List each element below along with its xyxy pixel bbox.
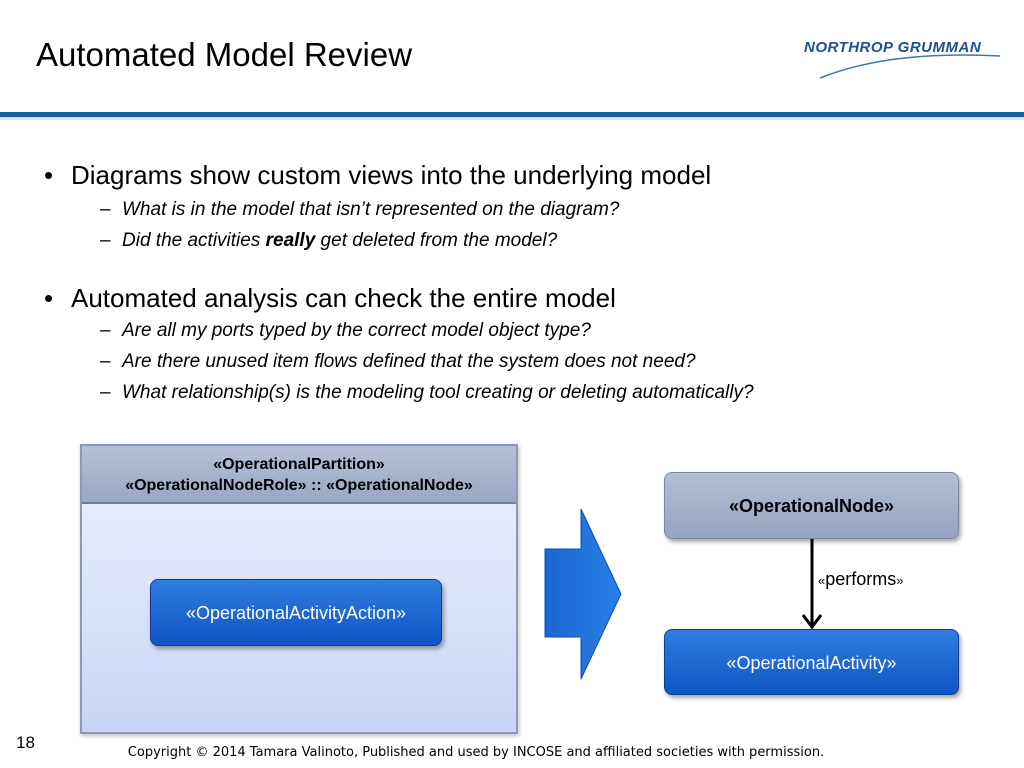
sub-bullet-item: – What is in the model that isn’t repres… — [44, 194, 1004, 225]
northrop-grumman-logo: NORTHROP GRUMMAN — [800, 28, 1010, 88]
performs-arrow-icon — [801, 539, 823, 630]
bullet-item: • Diagrams show custom views into the un… — [44, 160, 1004, 190]
sub-bullet-text-after: get deleted from the model? — [315, 230, 558, 251]
sub-bullet-text: Are all my ports typed by the correct mo… — [122, 320, 591, 341]
title-rule-shadow — [0, 117, 1024, 120]
bullet-dot: • — [44, 283, 54, 313]
title-rule — [0, 112, 1024, 117]
sub-bullet-dash: – — [100, 199, 111, 220]
operational-activity-action: «OperationalActivityAction» — [150, 579, 442, 646]
sub-bullet-dash: – — [100, 351, 111, 372]
bullet-dot: • — [44, 160, 54, 190]
copyright-text: Copyright © 2014 Tamara Valinoto, Publis… — [127, 745, 825, 760]
bullet-item: • Automated analysis can check the entir… — [44, 283, 1004, 313]
sub-bullet-dash: – — [100, 382, 111, 403]
partition-stereotype: «OperationalPartition» — [213, 456, 385, 473]
sub-bullet-text: What relationship(s) is the modeling too… — [122, 382, 754, 403]
sub-bullet-text: What is in the model that isn’t represen… — [122, 199, 620, 220]
sub-bullet-dash: – — [100, 320, 111, 341]
logo-text: NORTHROP GRUMMAN — [804, 39, 982, 56]
sub-bullet-item: – Did the activities really get deleted … — [44, 225, 1004, 256]
sub-bullet-text: Are there unused item flows defined that… — [122, 351, 696, 372]
sub-bullet-emphasis: really — [265, 230, 316, 251]
bullet-list: • Diagrams show custom views into the un… — [44, 160, 1004, 408]
slide-title: Automated Model Review — [36, 36, 413, 73]
operational-node: «OperationalNode» — [664, 472, 959, 539]
performs-label: «performs» — [818, 569, 904, 589]
sub-bullet-dash: – — [100, 230, 111, 251]
copyright-notice: Copyright © 2014 Tamara Valinoto, Publis… — [0, 745, 1024, 760]
sub-bullet-item: – Are there unused item flows defined th… — [44, 346, 1004, 377]
sub-bullet-text-before: Did the activities — [122, 230, 266, 251]
bullet-text: Diagrams show custom views into the unde… — [71, 160, 712, 190]
sub-bullet-item: – What relationship(s) is the modeling t… — [44, 377, 1004, 408]
operational-activity: «OperationalActivity» — [664, 629, 959, 695]
bullet-text: Automated analysis can check the entire … — [71, 283, 616, 313]
sub-bullet-item: – Are all my ports typed by the correct … — [44, 315, 1004, 346]
partition-role: «OperationalNodeRole» :: «OperationalNod… — [125, 477, 473, 494]
slide-number: 18 — [16, 733, 35, 752]
transform-arrow-icon — [544, 508, 622, 680]
partition-header: «OperationalPartition» «OperationalNodeR… — [82, 446, 516, 504]
